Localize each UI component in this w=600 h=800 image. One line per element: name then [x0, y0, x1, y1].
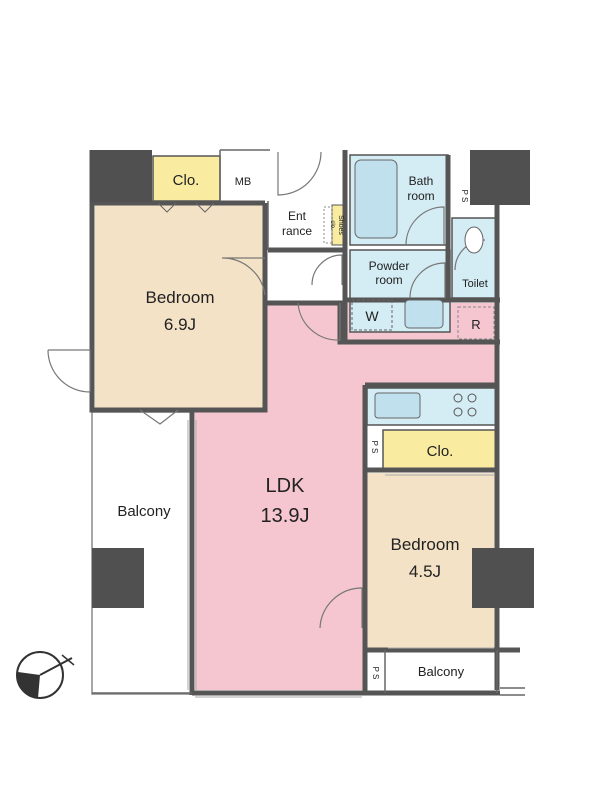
bathroom-label-line2: room [407, 189, 434, 203]
shoes-label: Shoes [337, 215, 344, 235]
cooktop-icon [453, 393, 477, 417]
shoes-closet-divider [323, 206, 333, 244]
bedroom-1-size: 6.9J [164, 315, 196, 334]
ps-label-1: P S [460, 190, 469, 203]
closet-door-marks [157, 202, 215, 213]
ldk-name: LDK [266, 475, 306, 497]
bedroom-1-area [95, 203, 265, 408]
entrance-label-line1: Ent [288, 209, 307, 223]
ps-label-2: P S [370, 441, 379, 454]
toilet-label: Toilet [462, 278, 488, 290]
partitions [92, 149, 525, 696]
closet-2-label: Clo. [427, 443, 454, 460]
bathtub [354, 159, 398, 239]
refrigerator-space [457, 306, 495, 340]
ps-label-3: P S [371, 667, 380, 680]
ldk-size: 13.9J [261, 505, 310, 527]
windows [187, 420, 494, 698]
washer-label: W [365, 308, 379, 324]
entrance-label-line2: rance [282, 224, 312, 238]
powder-room-label-line1: Powder [369, 259, 410, 273]
balcony-south-label: Balcony [418, 664, 465, 679]
bedroom-1-name: Bedroom [146, 288, 215, 307]
washer-pan [351, 299, 393, 331]
washbasin [404, 299, 444, 329]
balcony-west-label: Balcony [117, 503, 171, 520]
structural-pillars [90, 150, 534, 608]
compass-icon [16, 651, 75, 699]
refrigerator-label: R [471, 317, 480, 332]
shoes-clo-label: clo. [329, 220, 335, 230]
mb-label: MB [235, 176, 252, 188]
doors [47, 151, 486, 629]
ldk-area-lower [195, 388, 363, 690]
bathroom-label-line1: Bath [409, 174, 434, 188]
toilet-bowl-icon [464, 226, 484, 254]
bedroom-2-name: Bedroom [391, 535, 460, 554]
shoes-closet-label: Shoes clo. [329, 215, 344, 235]
powder-room-label-line2: room [375, 273, 402, 287]
kitchen-sink [374, 392, 421, 419]
closet-1-label: Clo. [173, 172, 200, 189]
bedroom-2-size: 4.5J [409, 562, 441, 581]
